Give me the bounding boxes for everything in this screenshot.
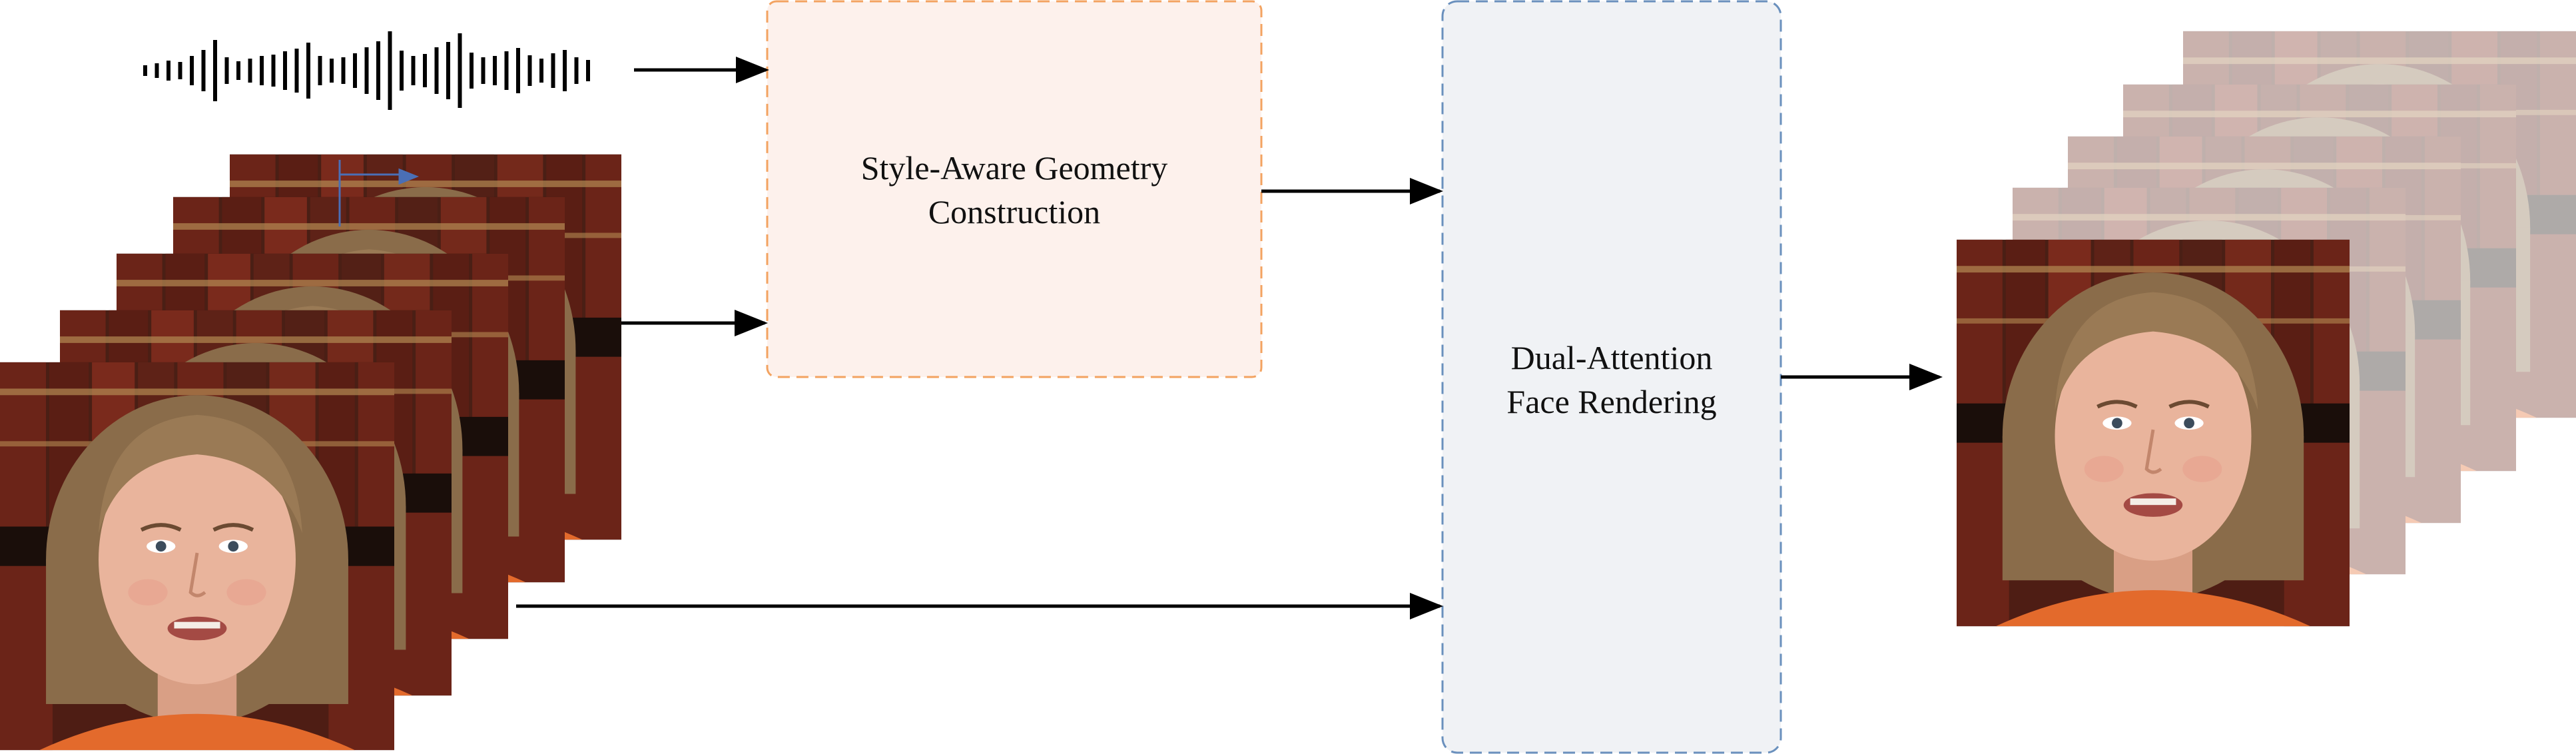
rendering-box-title-line1: Dual-Attention [1510, 339, 1713, 376]
rendering-box-label: Dual-Attention Face Rendering [1443, 323, 1781, 436]
input-frame-1 [0, 362, 394, 750]
audio-waveform-icon [143, 31, 590, 110]
output-video-frames [1957, 31, 2576, 626]
output-frame-1 [1957, 240, 2350, 626]
input-video-frames [0, 155, 621, 750]
geometry-box-title-line2: Construction [928, 193, 1101, 230]
geometry-box-title-line1: Style-Aware Geometry [860, 149, 1168, 187]
marker-icon [338, 160, 420, 226]
rendering-box-title-line2: Face Rendering [1506, 383, 1717, 420]
geometry-box-label: Style-Aware Geometry Construction [767, 133, 1261, 246]
style-aware-geometry-box [766, 0, 1263, 378]
